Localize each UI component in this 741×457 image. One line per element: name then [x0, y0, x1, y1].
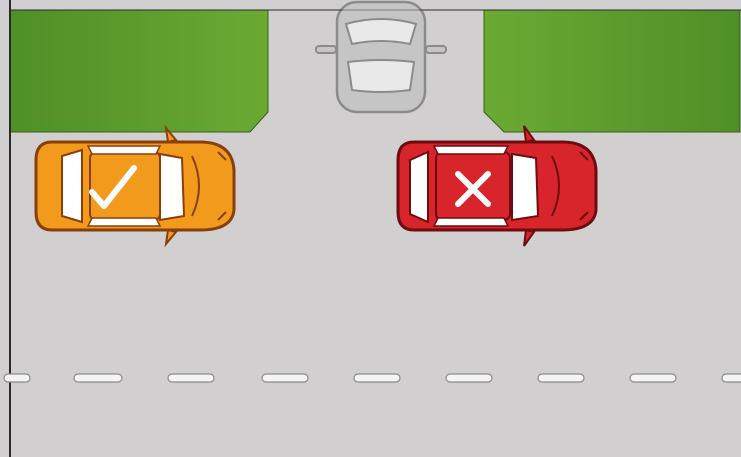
correct-parked-car [36, 128, 234, 244]
grass-left [10, 10, 268, 132]
grass-right [484, 10, 740, 132]
incorrect-parked-car [398, 126, 596, 246]
lane-markings [4, 374, 741, 382]
